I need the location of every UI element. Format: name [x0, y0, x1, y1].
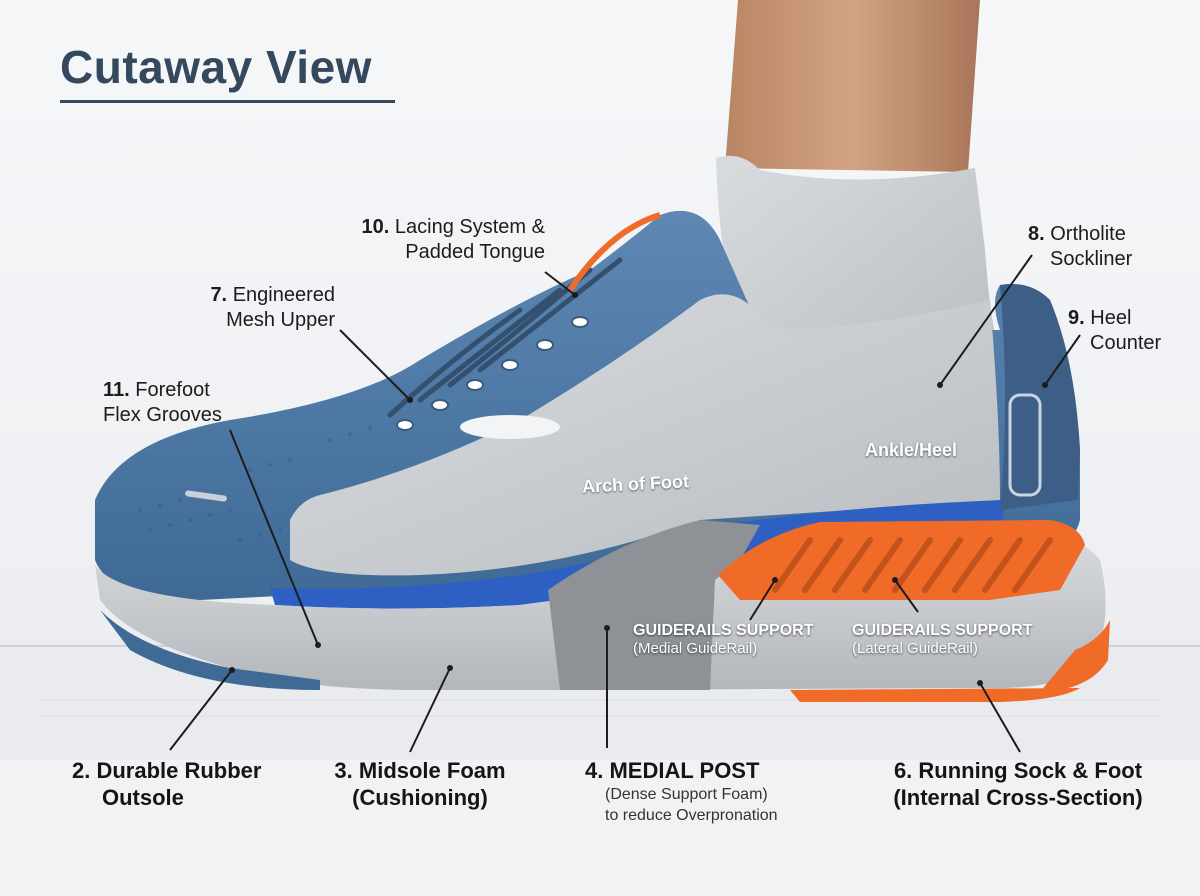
sock-interior	[290, 294, 1000, 576]
label-medial-post-number: 4.	[585, 758, 604, 783]
side-logo	[460, 415, 560, 439]
leader-dots	[229, 292, 1048, 686]
outsole-orange-strip	[790, 688, 1080, 702]
label-heel-counter: 9. Heel Counter	[1068, 306, 1178, 356]
label-rubber-outsole: 2. Durable Rubber Outsole	[72, 757, 282, 811]
label-mesh-line2: Mesh Upper	[226, 309, 335, 331]
label-outsole-line2: Outsole	[102, 785, 184, 810]
label-heel-line1: Heel	[1090, 307, 1132, 329]
mesh-texture	[138, 426, 372, 542]
label-lacing-system: 10. Lacing System & Padded Tongue	[335, 215, 545, 265]
label-heel-line2: Counter	[1090, 332, 1162, 354]
label-medial-post-sub1: (Dense Support Foam)	[605, 786, 768, 803]
leader-lines	[169, 254, 1081, 753]
label-guiderail-lateral: GUIDERAILS SUPPORT (Lateral GuideRail)	[852, 622, 1032, 657]
medial-post	[548, 520, 760, 690]
label-medial-post: 4. MEDIAL POST (Dense Support Foam) to r…	[585, 757, 815, 826]
label-lacing-line2: Padded Tongue	[405, 241, 545, 263]
eyelets	[396, 316, 589, 431]
label-flex-line1: Forefoot	[135, 379, 210, 401]
label-sockliner-number: 8.	[1028, 223, 1045, 245]
tongue-orange-edge	[567, 212, 661, 292]
label-flex-grooves: 11. Forefoot Flex Grooves	[103, 378, 253, 428]
label-flex-number: 11.	[103, 379, 130, 401]
label-guiderail-medial-name: GUIDERAILS SUPPORT	[633, 622, 814, 639]
label-midsole-line2: (Cushioning)	[352, 785, 488, 810]
label-sock-line2: (Internal Cross-Section)	[893, 785, 1143, 810]
label-guiderail-lateral-sub: (Lateral GuideRail)	[852, 640, 978, 657]
label-sockliner: 8. Ortholite Sockliner	[1028, 222, 1168, 272]
label-lacing-number: 10.	[361, 216, 390, 238]
guiderail-ribs	[772, 537, 1053, 593]
label-sockliner-line1: Ortholite	[1050, 223, 1126, 245]
label-flex-line2: Flex Grooves	[103, 404, 222, 426]
label-sock-line1: 6. Running Sock & Foot	[893, 758, 1143, 783]
label-mesh-upper: 7. Engineered Mesh Upper	[180, 283, 335, 333]
label-lacing-line1: Lacing System &	[394, 216, 545, 238]
label-guiderail-medial: GUIDERAILS SUPPORT (Medial GuideRail)	[633, 622, 813, 657]
toe-reflective-strip	[185, 490, 227, 502]
label-mesh-line1: Engineered	[232, 284, 335, 306]
heel-counter	[1000, 284, 1080, 510]
label-heel-number: 9.	[1068, 307, 1085, 329]
heel-reflective-tab	[1008, 393, 1042, 497]
leg	[725, 0, 980, 172]
label-midsole-line1: 3. Midsole Foam	[334, 758, 506, 783]
label-outsole-line1: 2. Durable Rubber	[72, 758, 262, 783]
heel-orange-edge	[1040, 620, 1110, 692]
label-midsole-foam: 3. Midsole Foam (Cushioning)	[320, 757, 520, 811]
label-guiderail-medial-sub: (Medial GuideRail)	[633, 640, 758, 657]
label-sockliner-line2: Sockliner	[1050, 248, 1133, 270]
label-running-sock: 6. Running Sock & Foot (Internal Cross-S…	[868, 757, 1168, 811]
page-title: Cutaway View	[60, 41, 372, 93]
label-mesh-number: 7.	[210, 284, 228, 306]
label-guiderail-lateral-name: GUIDERAILS SUPPORT	[852, 622, 1033, 639]
label-ankle-heel: Ankle/Heel	[865, 440, 958, 460]
label-medial-post-sub2: to reduce Overpronation	[605, 807, 778, 824]
title-underline	[60, 100, 395, 103]
label-medial-post-name: MEDIAL POST	[609, 758, 760, 783]
rubber-outsole	[100, 610, 320, 690]
